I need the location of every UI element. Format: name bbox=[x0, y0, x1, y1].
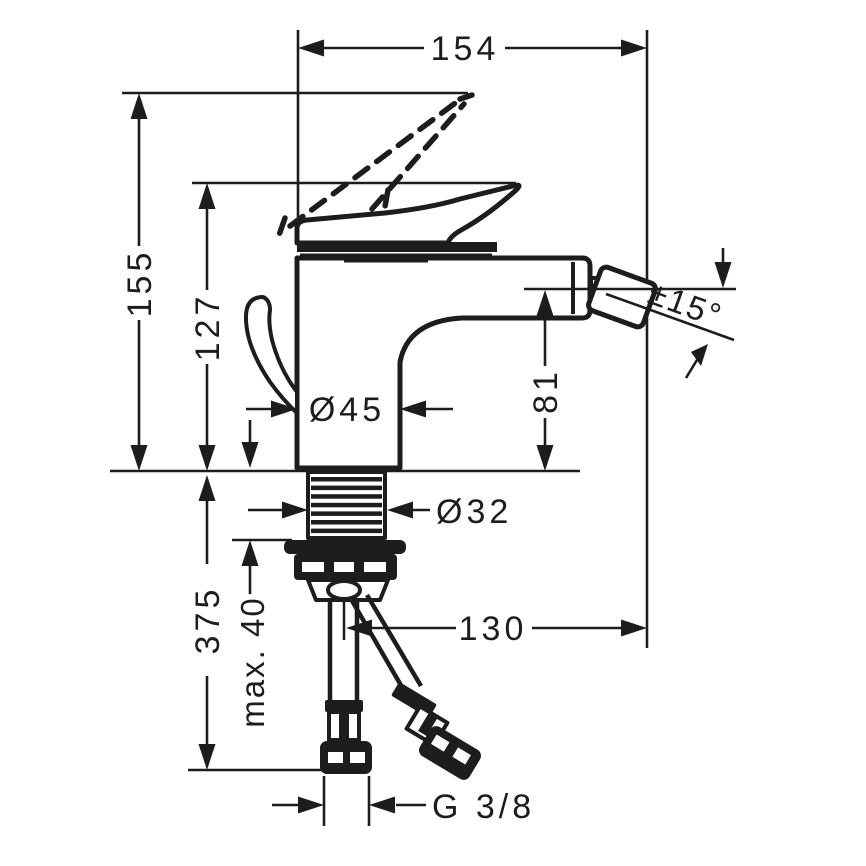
aerator bbox=[586, 264, 658, 330]
supply-hoses bbox=[320, 593, 482, 780]
dimension-height-handle: 127 bbox=[189, 183, 227, 471]
dim-label-130: 130 bbox=[459, 610, 528, 648]
dashed-cap-tick bbox=[275, 215, 288, 241]
dimension-hose-reach: 130 bbox=[346, 610, 647, 648]
arrow-up bbox=[198, 183, 216, 209]
dim-label-d45: Ø45 bbox=[309, 391, 385, 429]
dimension-outlet-height: 81 bbox=[527, 290, 565, 471]
arrow-left bbox=[387, 501, 413, 519]
shank-threads bbox=[311, 477, 382, 534]
dim-label-127: 127 bbox=[189, 293, 227, 362]
vertical-hose-fitting bbox=[320, 700, 372, 774]
dashed-lever-tip bbox=[457, 92, 475, 102]
arrow-down bbox=[198, 744, 216, 770]
nut-slot-3 bbox=[364, 562, 386, 572]
arrow-up-angled bbox=[691, 344, 708, 366]
arrow-up bbox=[130, 93, 148, 119]
lever-outline bbox=[294, 182, 522, 246]
handle-raised-dashed bbox=[275, 92, 475, 241]
arrow-right bbox=[271, 400, 297, 418]
angled-hose-fitting bbox=[391, 682, 482, 780]
arrow-right bbox=[298, 796, 324, 814]
dashed-lever-rear bbox=[381, 187, 391, 215]
arrow-down bbox=[536, 445, 554, 471]
dim-label-angle: ±15° bbox=[644, 274, 728, 335]
dim-label-d32: Ø32 bbox=[436, 493, 512, 531]
arrow-up bbox=[198, 475, 216, 501]
arrow-right bbox=[621, 39, 647, 57]
aerator-head bbox=[586, 264, 658, 330]
arrow-left bbox=[346, 619, 372, 637]
dim-label-155: 155 bbox=[121, 249, 159, 318]
popup-rod-hook bbox=[243, 295, 299, 415]
dimension-max-deck: max. 40 bbox=[234, 420, 271, 728]
dimension-shank-diameter: Ø32 bbox=[248, 493, 512, 531]
faucet bbox=[243, 92, 658, 780]
fixing-screw-dome bbox=[326, 579, 362, 601]
dim-label-154: 154 bbox=[431, 30, 500, 68]
dim-label-81: 81 bbox=[527, 368, 565, 414]
dashed-lever-lower-edge bbox=[287, 98, 461, 229]
spout-reference-lines bbox=[524, 287, 736, 342]
dimension-hose-length: 375 bbox=[189, 475, 227, 770]
arrow-left bbox=[400, 400, 426, 418]
angled-hose-right bbox=[365, 593, 423, 688]
arrow-down bbox=[714, 262, 732, 288]
dim-label-g38: G 3/8 bbox=[432, 788, 535, 826]
dimension-spray-angle: ±15° bbox=[644, 248, 732, 379]
dimension-height-raised: 155 bbox=[121, 93, 159, 471]
angled-hose-left bbox=[349, 597, 408, 696]
nut-slot-2 bbox=[334, 562, 354, 572]
arrow-up bbox=[241, 540, 259, 566]
nut-slot-1 bbox=[302, 562, 324, 572]
mounting-hardware bbox=[284, 540, 406, 602]
dim-label-max40: max. 40 bbox=[234, 596, 271, 727]
dimension-body-diameter: Ø45 bbox=[246, 391, 453, 429]
threaded-shank bbox=[306, 470, 387, 540]
arrow-down bbox=[130, 445, 148, 471]
mounting-washer bbox=[284, 540, 406, 554]
arrow-right bbox=[621, 619, 647, 637]
arrow-right bbox=[282, 501, 308, 519]
dim-label-375: 375 bbox=[189, 586, 227, 655]
arrow-left bbox=[369, 796, 395, 814]
arrow-down bbox=[198, 445, 216, 471]
arrow-up bbox=[536, 290, 554, 316]
faucet-body bbox=[294, 255, 593, 471]
dimension-thread: G 3/8 bbox=[272, 788, 535, 826]
arrow-down bbox=[241, 442, 259, 468]
arrow-left bbox=[298, 39, 324, 57]
dashed-lever-upper-edge bbox=[369, 101, 467, 212]
handle-lever bbox=[294, 182, 522, 263]
dimension-spout-reach: 154 bbox=[298, 30, 647, 68]
spray-angle-line bbox=[605, 292, 735, 342]
